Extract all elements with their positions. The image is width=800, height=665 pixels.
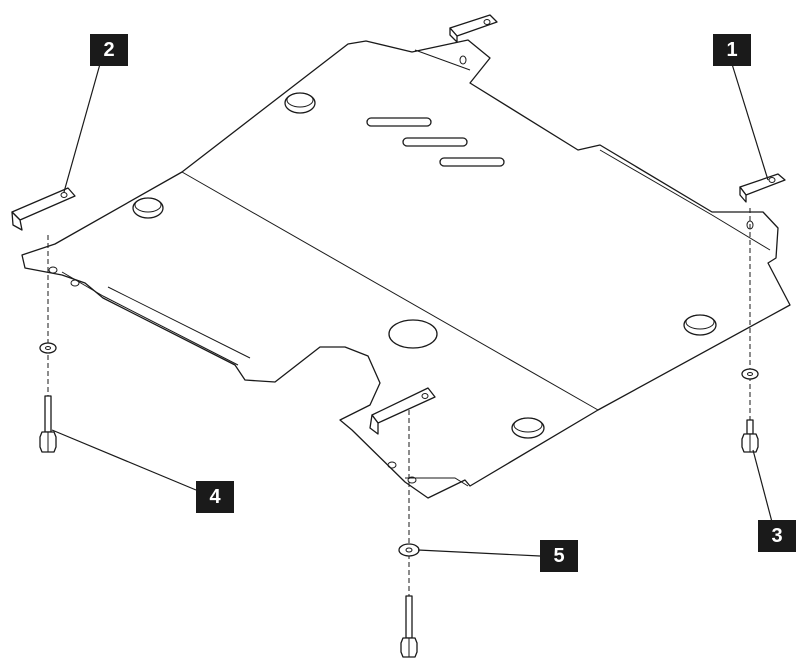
callout-1: 1 — [713, 34, 751, 66]
callout-4: 4 — [196, 481, 234, 513]
bolt-right — [741, 419, 759, 453]
washer — [39, 342, 57, 354]
vent-slots — [366, 117, 505, 167]
vent-slot — [402, 137, 468, 147]
mount-holes — [48, 55, 754, 484]
bracket-top — [449, 14, 498, 43]
washer — [398, 543, 420, 557]
washer — [741, 368, 759, 380]
callout-2: 2 — [90, 34, 128, 66]
large-hole — [388, 319, 438, 349]
vent-slot — [439, 157, 505, 167]
leader-lines — [51, 63, 773, 557]
bracket-1 — [739, 173, 786, 203]
vent-slot — [366, 117, 432, 127]
skid-plate — [21, 39, 791, 499]
bracket-2 — [11, 187, 76, 231]
bolt-center — [400, 595, 418, 658]
assembly-lines — [47, 208, 751, 596]
callout-5: 5 — [540, 540, 578, 572]
plate-holes — [132, 92, 717, 439]
bolt-left — [39, 395, 57, 453]
bracket-front — [369, 387, 436, 435]
callout-3: 3 — [758, 520, 796, 552]
